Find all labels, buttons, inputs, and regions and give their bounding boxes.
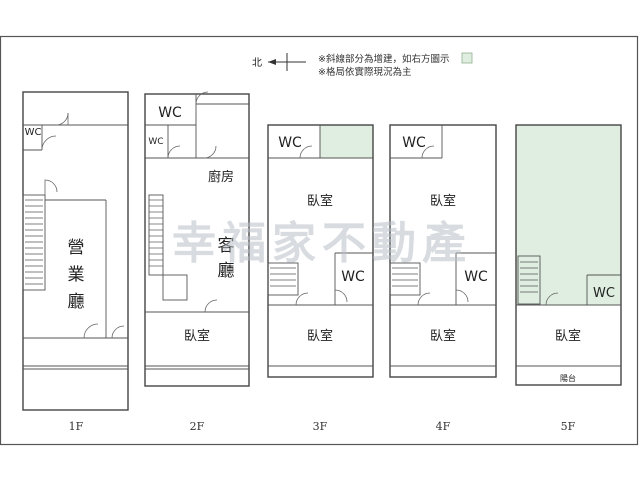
2f-wc-small-label: WC <box>148 137 163 147</box>
3f-addition-area <box>319 124 374 159</box>
2f-kitchen-label: 廚房 <box>208 169 234 185</box>
2f-floor-label: 2F <box>190 420 205 433</box>
floor-1f <box>22 91 129 411</box>
note-line-2: ※格局依實際現況為主 <box>318 66 411 78</box>
1f-hall-char-1: 營 <box>68 238 85 258</box>
floor-4f <box>389 124 497 378</box>
floor-5f <box>515 124 622 386</box>
1f-hall-char-2: 業 <box>68 265 85 285</box>
4f-bedroom-bottom-label: 臥室 <box>430 328 456 344</box>
1f-floor-label: 1F <box>69 420 84 433</box>
north-arrow-icon <box>268 53 306 71</box>
compass-label: 北 <box>252 57 262 69</box>
5f-floor-label: 5F <box>561 420 576 433</box>
4f-wc-top-label: WC <box>402 135 426 151</box>
4f-bedroom-top-label: 臥室 <box>430 193 456 209</box>
5f-wc-label: WC <box>593 286 615 301</box>
legend-swatch <box>461 52 473 64</box>
2f-living-char-1: 客 <box>218 236 235 256</box>
3f-bedroom-bottom-label: 臥室 <box>307 328 333 344</box>
2f-living-char-2: 廳 <box>218 261 235 281</box>
3f-bedroom-top-label: 臥室 <box>307 193 333 209</box>
5f-bedroom-label: 臥室 <box>555 328 581 344</box>
5f-addition-area <box>515 124 622 306</box>
watermark: 幸福家不動產 <box>172 218 472 269</box>
5f-balcony-label: 陽台 <box>560 373 576 383</box>
note-line-1: ※斜線部分為增建，如右方圖示 <box>318 53 449 65</box>
3f-floor-label: 3F <box>313 420 328 433</box>
1f-wc-label: WC <box>25 127 42 138</box>
4f-floor-label: 4F <box>436 420 451 433</box>
floor-3f <box>267 124 374 378</box>
4f-wc-mid-label: WC <box>464 269 488 285</box>
2f-bedroom-label: 臥室 <box>184 328 210 344</box>
1f-hall-char-3: 廳 <box>68 292 85 312</box>
floor-2f <box>144 91 250 387</box>
3f-wc-mid-label: WC <box>341 269 365 285</box>
3f-wc-top-label: WC <box>278 135 302 151</box>
2f-wc-large-label: WC <box>158 105 182 121</box>
